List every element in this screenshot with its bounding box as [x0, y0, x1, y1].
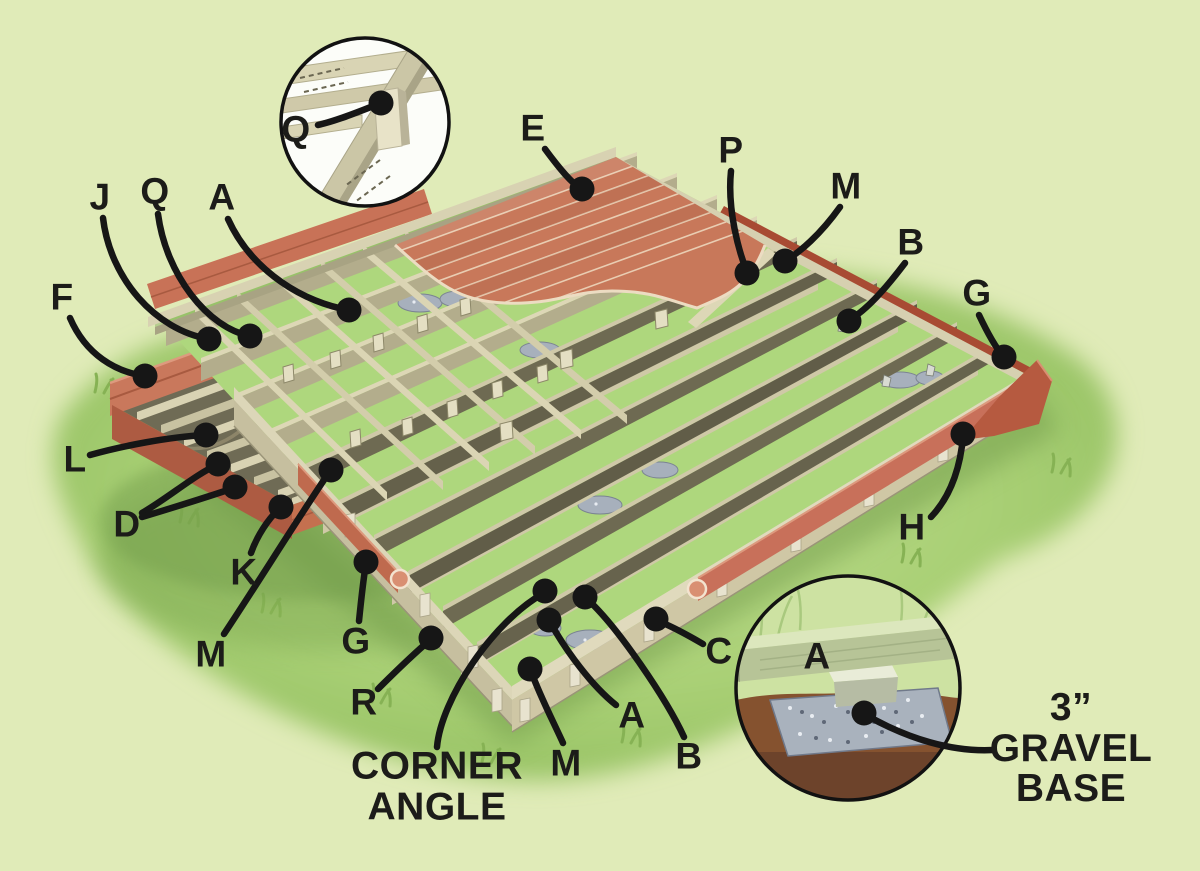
- callout-a-bottom: A: [618, 694, 646, 736]
- leader-q-frame: [154, 210, 254, 340]
- callout-corner-angle: CORNER ANGLE: [351, 746, 523, 827]
- screw-lines: [299, 67, 391, 203]
- leader-a-bottom: [546, 618, 620, 709]
- callout-gravel-base: 3” GRAVEL BASE: [990, 688, 1153, 810]
- corner-angle-line2: ANGLE: [367, 785, 507, 828]
- callout-f: F: [50, 276, 74, 318]
- callout-h: H: [898, 506, 926, 548]
- callout-r: R: [350, 681, 378, 723]
- fascia-curl: [389, 568, 411, 590]
- callout-k: K: [230, 551, 258, 593]
- leader-gravel-base: [862, 711, 997, 754]
- callout-m-bottom: M: [550, 742, 582, 784]
- gravel-base-line3: BASE: [1015, 767, 1127, 811]
- callout-q-inset: Q: [281, 108, 311, 150]
- callout-a-top: A: [208, 176, 236, 218]
- callout-g-left: G: [341, 620, 371, 662]
- top-left-rim: [148, 147, 616, 327]
- callout-b-bottom: B: [675, 735, 703, 777]
- callout-g-right: G: [962, 272, 992, 314]
- decking: [393, 157, 767, 310]
- main-frame: [147, 147, 1053, 733]
- callout-j: J: [89, 176, 111, 218]
- sleeper-grid: [195, 230, 627, 501]
- callout-m-top: M: [830, 165, 862, 207]
- leader-b-bottom: [583, 595, 688, 741]
- corner-angle-line1: CORNER: [350, 744, 524, 788]
- gravel-base-line1: 3”: [1049, 686, 1093, 730]
- leader-dots: [132, 90, 1017, 726]
- callout-d: D: [113, 503, 141, 545]
- callout-a-inset: A: [803, 635, 831, 677]
- leader-j: [99, 214, 213, 343]
- corner-fascia-wrap: [962, 360, 1052, 440]
- leader-m-left: [220, 467, 334, 638]
- callout-q-frame: Q: [140, 170, 170, 212]
- fascia-curl-right: [686, 578, 708, 600]
- callout-c: C: [705, 630, 733, 672]
- leader-corner-angle: [433, 589, 548, 751]
- gravel-base-line2: GRAVEL: [989, 726, 1153, 770]
- callout-p: P: [718, 129, 744, 171]
- callout-b-top: B: [897, 221, 925, 263]
- callout-e: E: [520, 107, 546, 149]
- callout-m-left: M: [195, 633, 227, 675]
- back-right-rim-cap: [612, 157, 1037, 388]
- callout-l: L: [63, 438, 87, 480]
- deck-board-seams: [395, 165, 752, 308]
- leader-l: [86, 431, 209, 459]
- blocking: [282, 296, 669, 449]
- leader-a-top: [224, 215, 353, 314]
